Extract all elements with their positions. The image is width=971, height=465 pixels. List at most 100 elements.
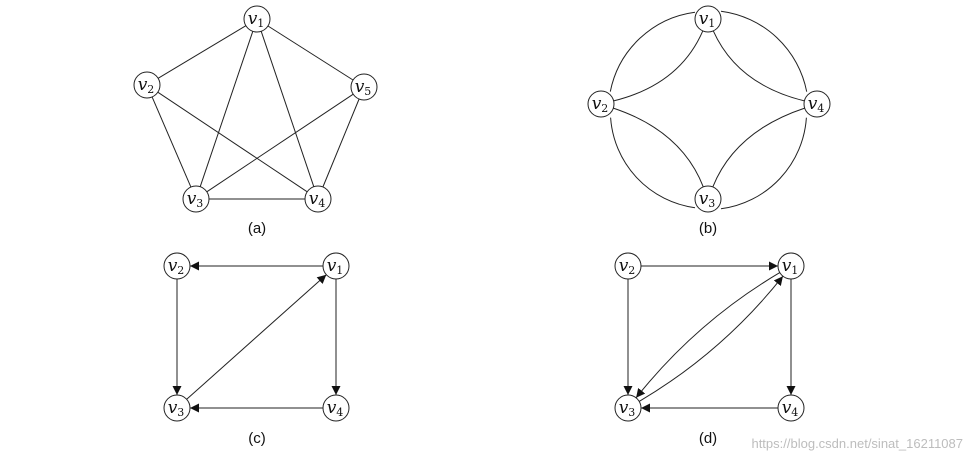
edge-a-v1-v4	[260, 31, 315, 187]
edge-a-v1-v3	[199, 31, 254, 187]
node-label: v2	[168, 256, 185, 277]
node-circle	[587, 90, 615, 118]
captions-layer: (a) (b) (c) (d)	[248, 220, 717, 447]
graph-c-edges	[172, 261, 341, 413]
node-label: v4	[808, 94, 825, 115]
node-label: v2	[592, 94, 609, 115]
edge-a-v1-v5	[267, 25, 354, 81]
node-label-base: v	[619, 398, 629, 418]
node-label-sub: 4	[817, 102, 824, 115]
node-label-base: v	[782, 398, 792, 418]
node-c-v3: v3	[163, 394, 191, 422]
node-circle	[304, 185, 332, 213]
node-d-v1: v1	[777, 252, 805, 280]
node-c-v4: v4	[322, 394, 350, 422]
node-label-sub: 2	[147, 83, 154, 96]
node-label: v3	[699, 189, 716, 210]
node-b-v4: v4	[803, 90, 831, 118]
edge-d-v1-v3-curve	[635, 272, 781, 399]
node-label-base: v	[592, 94, 602, 114]
node-label-sub: 1	[791, 264, 798, 277]
node-a-v3: v3	[182, 185, 210, 213]
edge-d-v3-v1-curve	[638, 275, 784, 402]
node-label-base: v	[699, 9, 709, 29]
node-label: v4	[309, 189, 326, 210]
node-label-base: v	[168, 398, 178, 418]
node-label: v4	[782, 398, 799, 419]
node-a-v2: v2	[133, 71, 161, 99]
node-label-base: v	[187, 189, 197, 209]
node-a-v5: v5	[350, 73, 378, 101]
node-d-v4: v4	[777, 394, 805, 422]
node-label-sub: 5	[364, 85, 371, 98]
node-circle	[163, 252, 191, 280]
edge-a-v5-v3	[206, 93, 354, 193]
node-label-sub: 4	[791, 406, 798, 419]
node-circle	[614, 394, 642, 422]
edge-b-v1-v4-outer	[720, 10, 808, 92]
node-b-v2: v2	[587, 90, 615, 118]
node-circle	[133, 71, 161, 99]
node-label-base: v	[327, 398, 337, 418]
edge-a-v2-v3	[151, 96, 192, 188]
node-label-sub: 3	[708, 197, 715, 210]
graph-a-edges	[151, 25, 360, 200]
node-label-base: v	[168, 256, 178, 276]
node-label: v1	[327, 256, 344, 277]
edge-b-v1-v2-outer	[609, 11, 696, 92]
node-c-v2: v2	[163, 252, 191, 280]
node-circle	[614, 252, 642, 280]
edge-b-v2-v3-outer	[610, 117, 696, 209]
edge-a-v2-v4	[157, 91, 308, 193]
node-d-v3: v3	[614, 394, 642, 422]
node-label-base: v	[138, 75, 148, 95]
node-label: v5	[355, 77, 372, 98]
watermark: https://blog.csdn.net/sinat_16211087	[751, 436, 963, 451]
node-label-sub: 2	[177, 264, 184, 277]
node-label: v3	[168, 398, 185, 419]
node-label: v1	[248, 9, 265, 30]
node-label: v2	[619, 256, 636, 277]
caption-b: (b)	[699, 220, 717, 237]
edge-b-v4-v3-inner	[712, 107, 805, 188]
node-label-base: v	[619, 256, 629, 276]
node-circle	[243, 5, 271, 33]
caption-d: (d)	[699, 430, 717, 447]
edge-b-v4-v3-outer	[720, 117, 807, 210]
node-circle	[163, 394, 191, 422]
node-circle	[350, 73, 378, 101]
edge-b-v1-v2-inner	[613, 30, 704, 102]
node-label: v3	[187, 189, 204, 210]
caption-a: (a)	[248, 220, 266, 237]
node-label-sub: 2	[628, 264, 635, 277]
node-label-sub: 2	[601, 102, 608, 115]
node-d-v2: v2	[614, 252, 642, 280]
node-label-base: v	[309, 189, 319, 209]
node-b-v1: v1	[694, 5, 722, 33]
edges-layer	[151, 10, 808, 413]
edge-a-v1-v2	[157, 25, 247, 79]
node-label-base: v	[355, 77, 365, 97]
edge-c-v3-v1	[186, 274, 327, 400]
node-label-base: v	[808, 94, 818, 114]
node-c-v1: v1	[322, 252, 350, 280]
node-circle	[777, 394, 805, 422]
node-label-base: v	[327, 256, 337, 276]
node-circle	[322, 394, 350, 422]
node-label-base: v	[248, 9, 258, 29]
node-label-sub: 3	[177, 406, 184, 419]
edge-a-v5-v4	[322, 98, 360, 188]
node-circle	[777, 252, 805, 280]
graph-b-edges	[609, 10, 808, 210]
graph-d-edges	[623, 261, 796, 413]
edge-b-v2-v3-inner	[613, 107, 704, 188]
node-a-v4: v4	[304, 185, 332, 213]
node-label: v1	[699, 9, 716, 30]
node-circle	[182, 185, 210, 213]
node-label: v1	[782, 256, 799, 277]
